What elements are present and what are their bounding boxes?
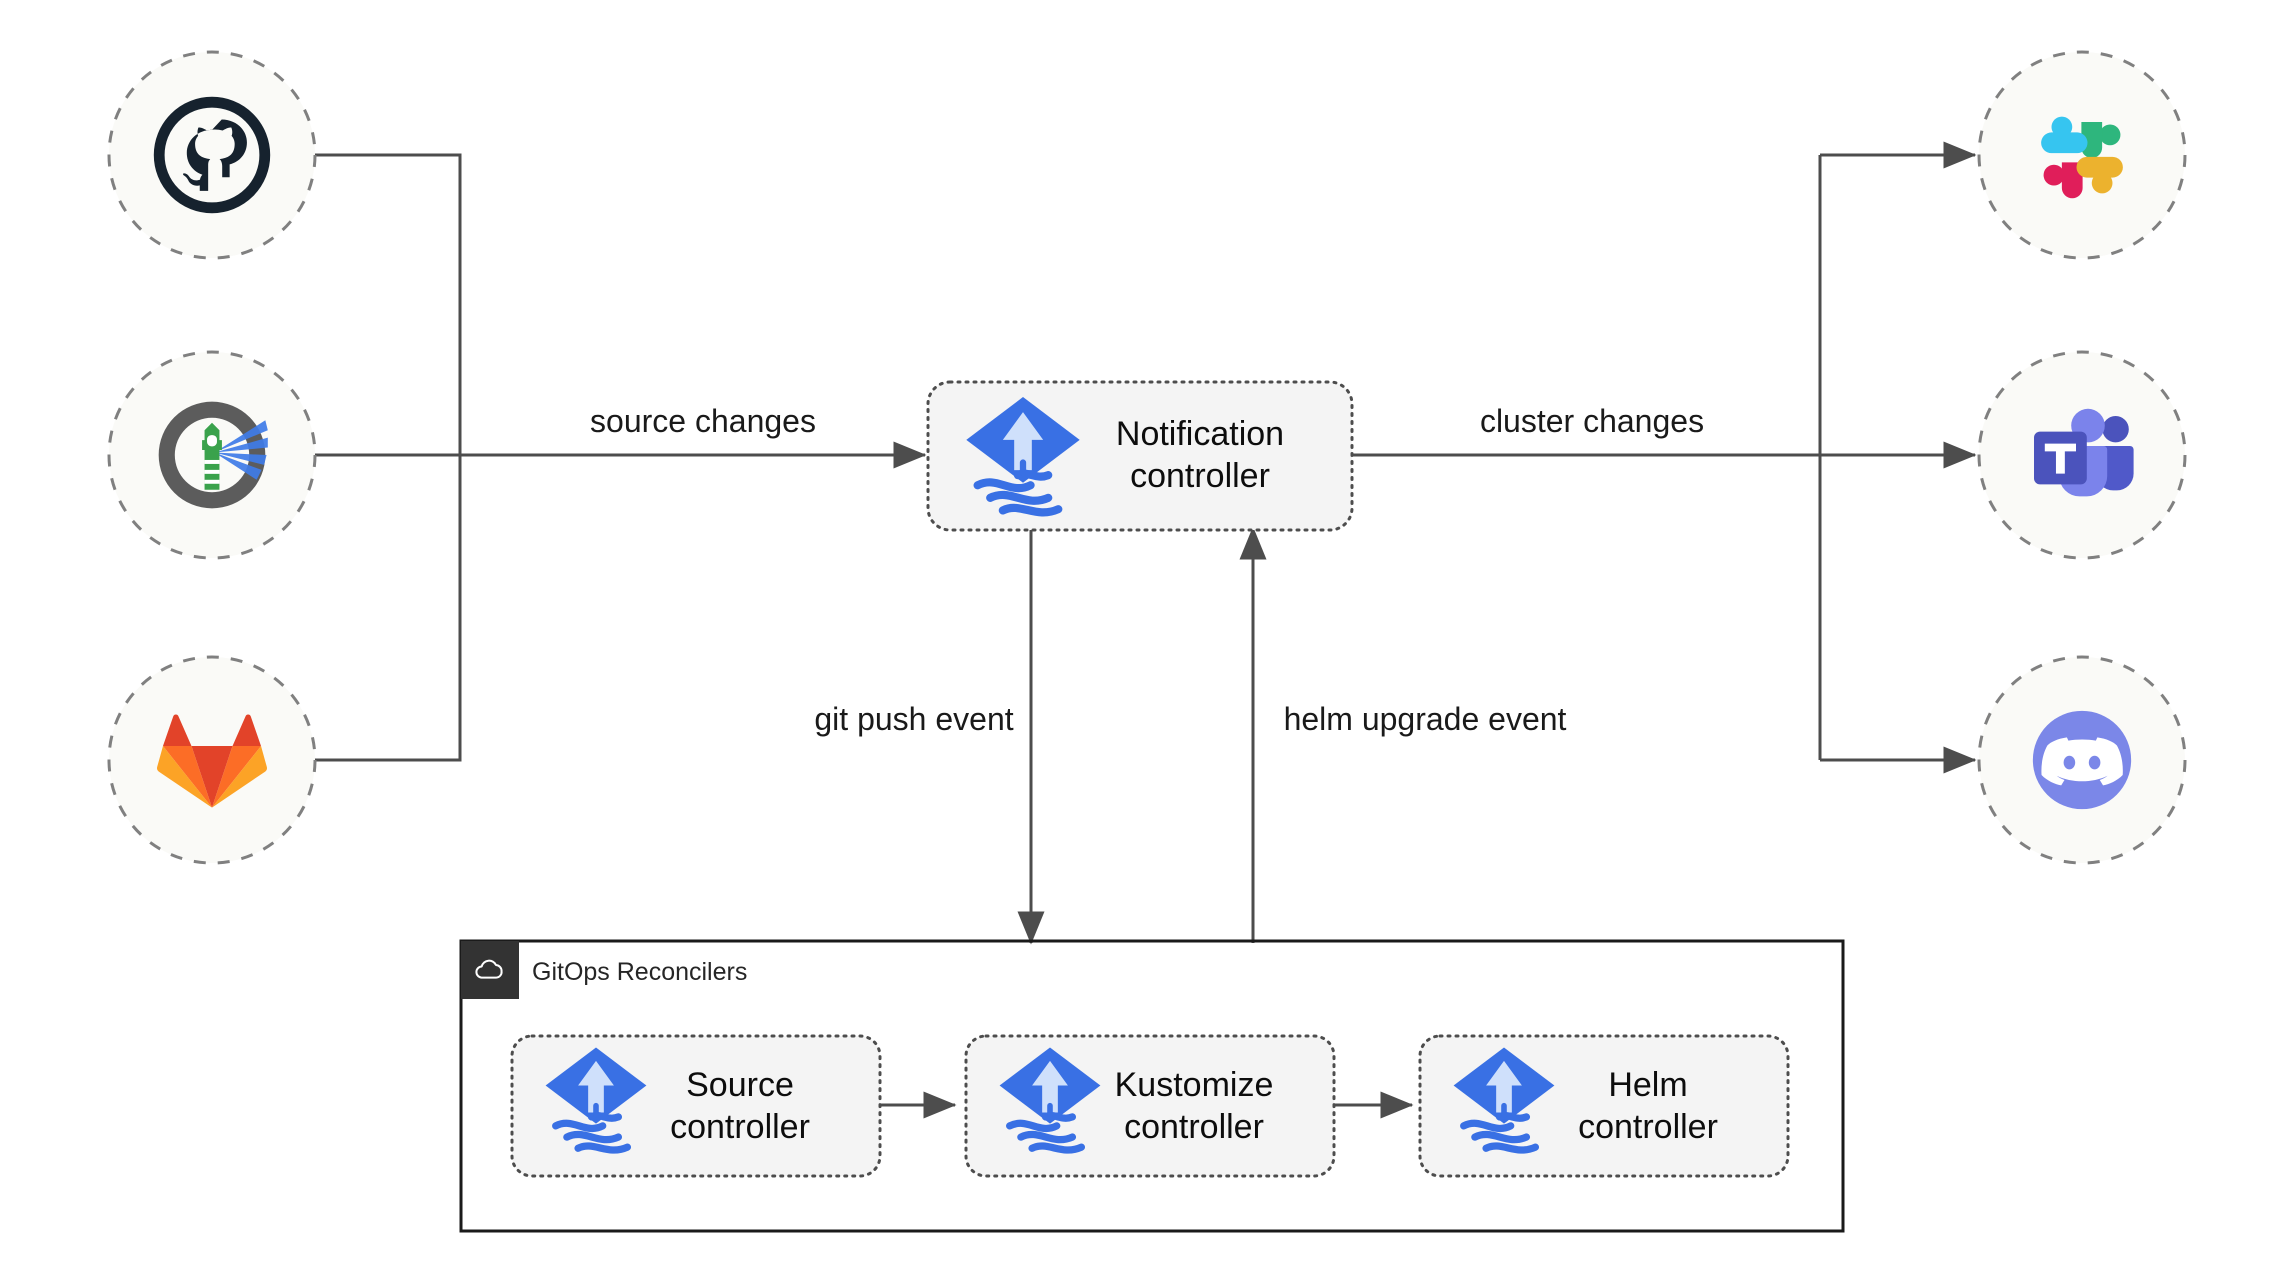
destination-node-teams[interactable] bbox=[1977, 350, 2187, 560]
notification-controller-label-line1: Notification bbox=[1116, 415, 1284, 453]
source-node-gitea[interactable] bbox=[107, 350, 317, 560]
github-node-circle bbox=[107, 50, 317, 260]
helm-controller-label-line1: Helm bbox=[1608, 1066, 1687, 1104]
edge-git-push-event: git push event bbox=[814, 523, 1045, 945]
slack-node-circle bbox=[1977, 50, 2187, 260]
kustomize-controller-box bbox=[964, 1034, 1336, 1178]
source-controller-label-line1: Source bbox=[686, 1066, 794, 1104]
edge-label-helm-upgrade-event: helm upgrade event bbox=[1284, 701, 1567, 737]
gitops-reconcilers-label: GitOps Reconcilers bbox=[532, 958, 747, 986]
source-bus-path bbox=[311, 153, 462, 762]
edge-label-git-push-event: git push event bbox=[814, 701, 1013, 737]
source-node-gitlab[interactable] bbox=[107, 655, 317, 865]
gitops-reconcilers-border bbox=[459, 939, 1845, 1233]
kustomize-controller-label-line1: Kustomize bbox=[1115, 1066, 1274, 1104]
destination-node-discord[interactable] bbox=[1977, 655, 2187, 865]
edge-helm-upgrade-event: helm upgrade event bbox=[1239, 526, 1567, 943]
edge-label-cluster-changes: cluster changes bbox=[1480, 403, 1704, 439]
notification-controller-label-line2: controller bbox=[1130, 457, 1270, 495]
gitops-reconcilers-group: GitOps Reconcilers Source controller Kus… bbox=[459, 939, 1845, 1233]
source-node-github[interactable] bbox=[107, 50, 317, 260]
destination-node-slack[interactable] bbox=[1977, 50, 2187, 260]
source-controller-node[interactable]: Source controller bbox=[510, 1034, 882, 1178]
edge-label-source-changes: source changes bbox=[590, 403, 816, 439]
helm-controller-box bbox=[1418, 1034, 1790, 1178]
discord-icon bbox=[2032, 710, 2132, 810]
source-controller-box bbox=[510, 1034, 882, 1178]
helm-controller-node[interactable]: Helm controller bbox=[1418, 1034, 1790, 1178]
source-controller-label-line2: controller bbox=[670, 1108, 810, 1146]
kustomize-controller-node[interactable]: Kustomize controller bbox=[964, 1034, 1336, 1178]
edge-source-changes: source changes bbox=[311, 153, 927, 762]
kustomize-controller-label-line2: controller bbox=[1124, 1108, 1264, 1146]
gitops-reconcilers-tab bbox=[461, 941, 519, 999]
helm-controller-label-line2: controller bbox=[1578, 1108, 1718, 1146]
edge-cluster-changes: cluster changes bbox=[1350, 141, 1977, 774]
notification-controller-node[interactable]: Notification controller bbox=[926, 380, 1354, 532]
